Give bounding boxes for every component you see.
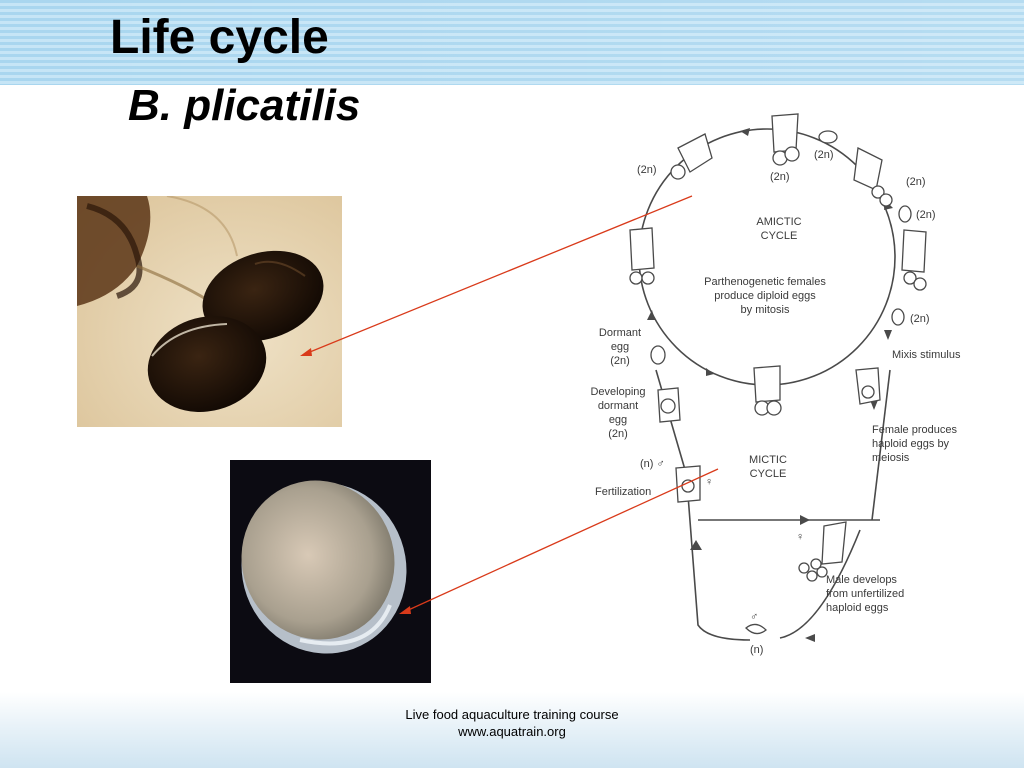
svg-text:by mitosis: by mitosis: [741, 304, 790, 316]
svg-text:egg: egg: [611, 341, 629, 353]
footer: Live food aquaculture training course ww…: [312, 706, 712, 740]
header-band: [0, 0, 1024, 85]
amictic-eggs-photo: [77, 196, 342, 427]
rotifer-top-left: [677, 133, 713, 173]
fertilization-path: [687, 494, 751, 641]
rotifer-bottom: [753, 365, 781, 403]
rotifer-right: [901, 229, 927, 273]
svg-text:♀: ♀: [796, 531, 804, 543]
svg-text:Female produces: Female produces: [872, 424, 957, 436]
footer-course: Live food aquaculture training course: [405, 707, 619, 722]
svg-text:(n) ♂: (n) ♂: [640, 458, 665, 470]
svg-text:(2n): (2n): [814, 149, 834, 161]
rotifer-left: [629, 227, 655, 271]
svg-text:CYCLE: CYCLE: [761, 230, 798, 242]
svg-text:Dormant: Dormant: [599, 327, 641, 339]
rotifer-top-right: [853, 147, 883, 191]
male-producing-rotifer: [821, 521, 847, 565]
footer-band: [0, 692, 1024, 768]
svg-text:Male develops: Male develops: [826, 574, 897, 586]
svg-text:AMICTIC: AMICTIC: [756, 216, 801, 228]
svg-text:Mixis stimulus: Mixis stimulus: [892, 349, 961, 361]
svg-text:meiosis: meiosis: [872, 452, 910, 464]
svg-text:(n): (n): [750, 644, 763, 656]
svg-text:(2n): (2n): [608, 428, 628, 440]
svg-text:haploid eggs: haploid eggs: [826, 602, 889, 614]
male-path: [779, 529, 861, 639]
svg-text:from unfertilized: from unfertilized: [826, 588, 904, 600]
svg-text:haploid eggs by: haploid eggs by: [872, 438, 950, 450]
svg-text:produce diploid eggs: produce diploid eggs: [714, 290, 816, 302]
svg-text:(2n): (2n): [637, 164, 657, 176]
svg-text:dormant: dormant: [598, 400, 638, 412]
slide-subtitle: B. plicatilis: [128, 81, 361, 130]
male-rotifer-sketch: [745, 623, 767, 635]
svg-text:(2n): (2n): [910, 313, 930, 325]
svg-text:MICTIC: MICTIC: [749, 454, 787, 466]
dormant-egg-sketch: [650, 345, 666, 365]
svg-text:(2n): (2n): [770, 171, 790, 183]
svg-text:Developing: Developing: [590, 386, 645, 398]
footer-url: www.aquatrain.org: [458, 724, 566, 739]
dormant-egg-photo: [230, 460, 431, 683]
svg-text:♀: ♀: [705, 476, 713, 488]
svg-text:(2n): (2n): [610, 355, 630, 367]
mixis-path: [871, 369, 891, 521]
svg-text:Fertilization: Fertilization: [595, 486, 651, 498]
life-cycle-diagram: AMICTIC CYCLE Parthenogenetic females pr…: [590, 113, 961, 656]
rotifer-top: [771, 113, 799, 153]
svg-text:Parthenogenetic females: Parthenogenetic females: [704, 276, 826, 288]
slide-title: Life cycle: [110, 11, 329, 64]
svg-text:(2n): (2n): [906, 176, 926, 188]
svg-text:♂: ♂: [750, 611, 758, 623]
dormant-path: [655, 369, 689, 481]
svg-text:(2n): (2n): [916, 209, 936, 221]
svg-text:egg: egg: [609, 414, 627, 426]
svg-text:CYCLE: CYCLE: [750, 468, 787, 480]
